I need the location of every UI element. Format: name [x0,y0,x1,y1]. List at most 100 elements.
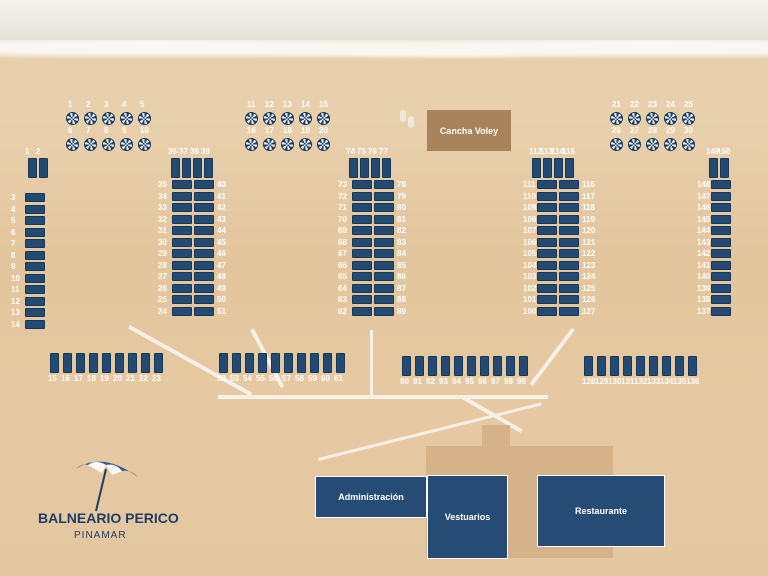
lounger-48[interactable] [194,272,214,281]
lounger-11[interactable] [25,285,45,294]
lounger-65[interactable] [352,272,372,281]
lounger-59[interactable] [310,353,319,373]
umbrella-20[interactable] [317,138,330,151]
lounger-108[interactable] [537,214,557,224]
lounger-106[interactable] [537,237,557,247]
lounger-114[interactable] [554,158,563,178]
lounger-41[interactable] [194,191,214,201]
lounger-136[interactable] [688,356,697,376]
umbrella-19[interactable] [299,138,312,151]
lounger-80[interactable] [374,203,394,212]
lounger-33[interactable] [172,203,192,212]
lounger-13[interactable] [25,308,45,317]
umbrella-13[interactable] [281,112,294,125]
umbrella-16[interactable] [245,138,258,151]
lounger-144[interactable] [711,226,731,235]
lounger-60[interactable] [323,353,332,373]
lounger-56[interactable] [271,353,280,373]
lounger-37[interactable] [182,158,191,178]
lounger-63[interactable] [352,295,372,304]
lounger-21[interactable] [128,353,137,373]
lounger-45[interactable] [194,237,214,247]
lounger-49[interactable] [194,283,214,293]
lounger-25[interactable] [172,295,192,304]
lounger-128[interactable] [584,356,593,376]
umbrella-21[interactable] [610,112,623,125]
lounger-78[interactable] [374,180,394,189]
lounger-58[interactable] [297,353,306,373]
lounger-20[interactable] [115,353,124,373]
lounger-119[interactable] [559,214,579,224]
lounger-130[interactable] [610,356,619,376]
lounger-124[interactable] [559,272,579,281]
lounger-71[interactable] [352,203,372,212]
lounger-46[interactable] [194,249,214,258]
lounger-120[interactable] [559,226,579,235]
lounger-83[interactable] [374,237,394,247]
lounger-14[interactable] [25,319,45,329]
lounger-139[interactable] [711,283,731,293]
lounger-8[interactable] [25,250,45,260]
lounger-62[interactable] [352,306,372,316]
lounger-26[interactable] [172,283,192,293]
lounger-127[interactable] [559,306,579,316]
umbrella-22[interactable] [628,112,641,125]
lounger-137[interactable] [711,306,731,316]
lounger-74[interactable] [349,158,358,178]
lounger-73[interactable] [352,180,372,189]
lounger-111[interactable] [537,180,557,189]
lounger-134[interactable] [662,356,671,376]
lounger-1[interactable] [28,158,37,178]
umbrella-11[interactable] [245,112,258,125]
lounger-97[interactable] [493,356,502,376]
lounger-150[interactable] [720,158,729,178]
lounger-105[interactable] [537,249,557,258]
umbrella-7[interactable] [84,138,97,151]
lounger-50[interactable] [194,295,214,304]
lounger-31[interactable] [172,226,192,235]
lounger-36[interactable] [171,158,180,178]
lounger-98[interactable] [506,356,515,376]
lounger-143[interactable] [711,237,731,247]
umbrella-5[interactable] [138,112,151,125]
lounger-148[interactable] [711,180,731,189]
lounger-27[interactable] [172,272,192,281]
lounger-75[interactable] [360,158,369,178]
umbrella-2[interactable] [84,112,97,125]
lounger-129[interactable] [597,356,606,376]
lounger-10[interactable] [25,273,45,283]
lounger-121[interactable] [559,237,579,247]
lounger-93[interactable] [441,356,450,376]
lounger-12[interactable] [25,296,45,306]
lounger-79[interactable] [374,191,394,201]
lounger-69[interactable] [352,226,372,235]
lounger-40[interactable] [194,180,214,189]
lounger-28[interactable] [172,260,192,270]
lounger-91[interactable] [415,356,424,376]
lounger-116[interactable] [559,180,579,189]
lounger-70[interactable] [352,214,372,224]
lounger-118[interactable] [559,203,579,212]
lounger-147[interactable] [711,191,731,201]
lounger-67[interactable] [352,249,372,258]
lounger-85[interactable] [374,260,394,270]
umbrella-8[interactable] [102,138,115,151]
lounger-19[interactable] [102,353,111,373]
lounger-17[interactable] [76,353,85,373]
lounger-76[interactable] [371,158,380,178]
umbrella-12[interactable] [263,112,276,125]
lounger-77[interactable] [382,158,391,178]
lounger-94[interactable] [454,356,463,376]
lounger-61[interactable] [336,353,345,373]
lounger-126[interactable] [559,295,579,304]
lounger-29[interactable] [172,249,192,258]
lounger-53[interactable] [232,353,241,373]
lounger-115[interactable] [565,158,574,178]
umbrella-26[interactable] [610,138,623,151]
lounger-2[interactable] [39,158,48,178]
lounger-141[interactable] [711,260,731,270]
lounger-15[interactable] [50,353,59,373]
umbrella-3[interactable] [102,112,115,125]
lounger-107[interactable] [537,226,557,235]
umbrella-23[interactable] [646,112,659,125]
